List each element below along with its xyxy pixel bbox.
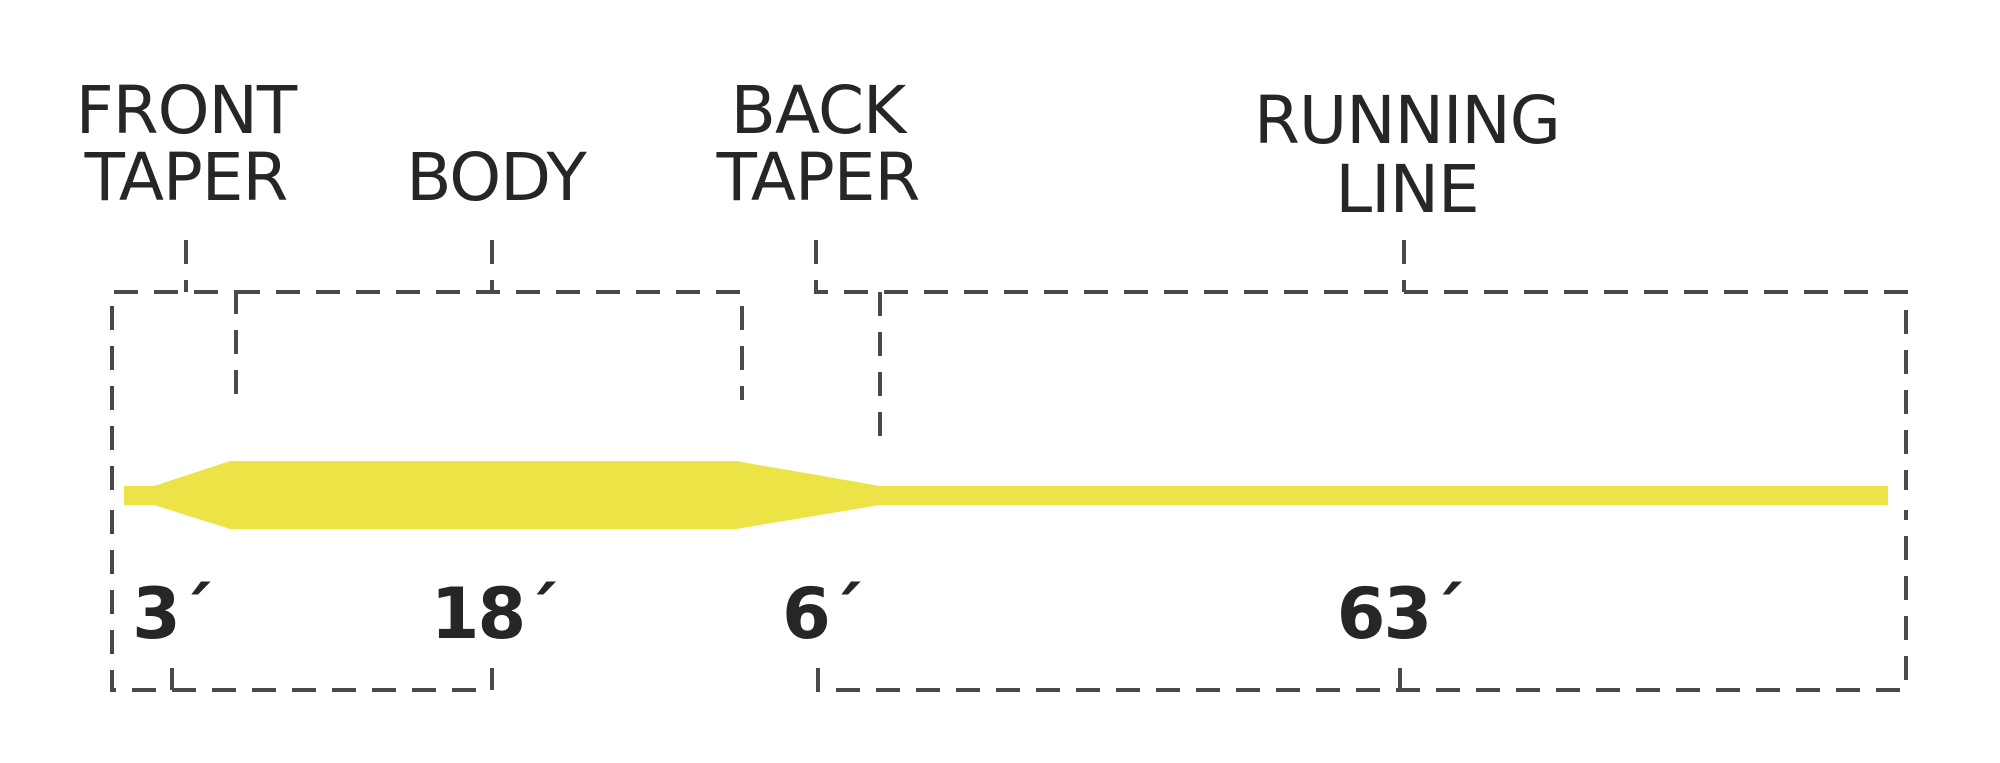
right-bottom-bracket [816,510,1908,692]
top-brackets [110,240,1908,490]
body-top-bracket [236,290,744,400]
running-line-length: 63´ [1337,573,1463,655]
front-taper-top-bracket [110,290,238,490]
length-labels: 3´ 18´ 6´ 63´ [132,573,1465,655]
front-taper-label-line1: FRONT [76,72,298,149]
body-length: 18´ [431,573,557,655]
back-taper-length: 6´ [782,573,862,655]
left-bottom-bracket [110,510,494,692]
bottom-brackets [110,510,1908,692]
section-labels: FRONT TAPER BODY BACK TAPER RUNNING LINE [76,72,1561,228]
body-label: BODY [406,139,587,216]
front-taper-label-line2: TAPER [84,139,288,216]
back-taper-top-bracket [814,240,1404,294]
running-line-top-bracket [1404,290,1908,490]
fly-line-profile [124,461,1888,529]
running-line-label-line1: RUNNING [1254,82,1560,159]
back-taper-label-line1: BACK [731,72,908,149]
back-taper-label-line2: TAPER [716,139,920,216]
running-line-label-line2: LINE [1335,151,1478,228]
front-taper-length: 3´ [132,573,212,655]
